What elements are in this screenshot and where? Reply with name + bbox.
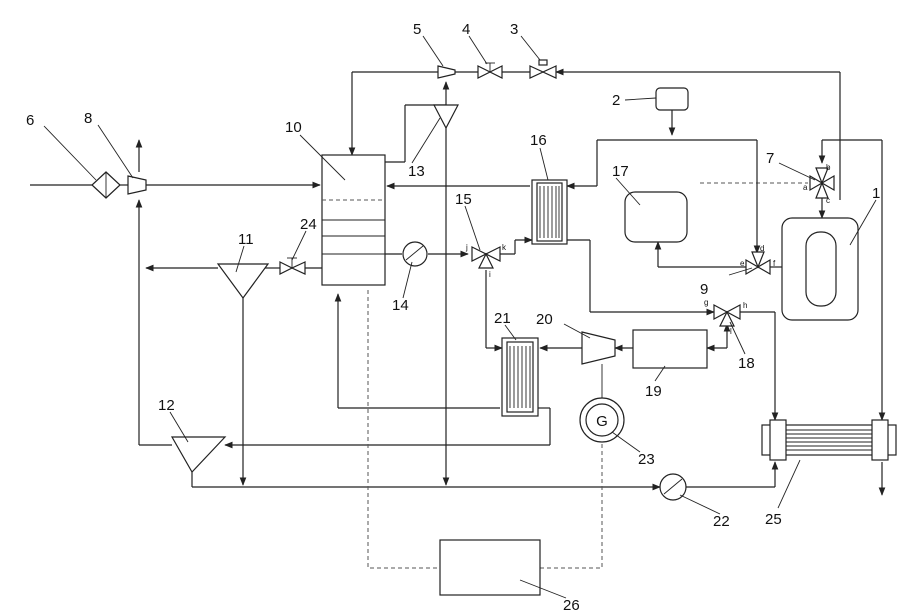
ejector-5 [438,66,455,78]
three-way-valve-18 [714,305,740,326]
pipe-network [30,72,882,495]
label-2: 2 [612,92,620,109]
three-way-valve-9 [746,252,770,274]
port-7a: a [803,183,808,192]
separator-12 [172,437,225,472]
label-11: 11 [238,231,254,248]
pump-14 [403,242,427,266]
port-15i: i [489,270,491,279]
label-1: 1 [872,185,880,202]
heat-exchanger-25 [762,420,896,460]
valve-3 [530,60,556,78]
label-21: 21 [494,310,511,327]
label-15: 15 [455,191,472,208]
label-8: 8 [84,110,92,127]
port-labels: b a c d e f j k i g h l [465,163,831,336]
port-9e: e [740,259,745,268]
port-18l: l [730,327,732,336]
label-24: 24 [300,216,317,233]
port-15j: j [465,243,468,252]
three-way-valve-7 [810,168,834,198]
control-box-26 [440,540,540,595]
label-17: 17 [612,163,629,180]
label-6: 6 [26,112,34,129]
label-10: 10 [285,119,302,136]
separator-11 [218,264,268,298]
port-18g: g [704,298,708,307]
label-5: 5 [413,21,421,38]
port-7c: c [826,196,830,205]
label-4: 4 [462,21,470,38]
label-16: 16 [530,132,547,149]
leader-lines [44,36,876,598]
label-19: 19 [645,383,662,400]
filter-6 [92,172,120,198]
vessel-17 [625,192,687,242]
label-25: 25 [765,511,782,528]
label-22: 22 [713,513,730,530]
label-26: 26 [563,597,580,614]
three-way-valve-15 [472,247,500,268]
label-12: 12 [158,397,175,414]
compressor-8 [128,176,146,194]
turbine-20 [582,332,615,400]
port-9d: d [760,244,764,253]
heat-exchanger-21 [502,338,538,416]
column-10 [322,155,385,285]
label-14: 14 [392,297,409,314]
tank-2 [656,88,688,110]
valve-4 [478,63,502,78]
label-9: 9 [700,281,708,298]
unit-19 [633,330,707,368]
label-20: 20 [536,311,553,328]
separator-13 [434,105,458,128]
port-7b: b [826,163,831,172]
valve-24 [280,258,305,274]
label-13: 13 [408,163,425,180]
control-lines [368,290,602,568]
port-15k: k [502,243,507,252]
label-7: 7 [766,150,774,167]
tank-1 [782,218,858,320]
label-23: 23 [638,451,655,468]
heat-exchanger-16 [532,180,567,244]
label-3: 3 [510,21,518,38]
label-18: 18 [738,355,755,372]
port-18h: h [743,301,747,310]
generator-symbol: G [596,413,608,430]
